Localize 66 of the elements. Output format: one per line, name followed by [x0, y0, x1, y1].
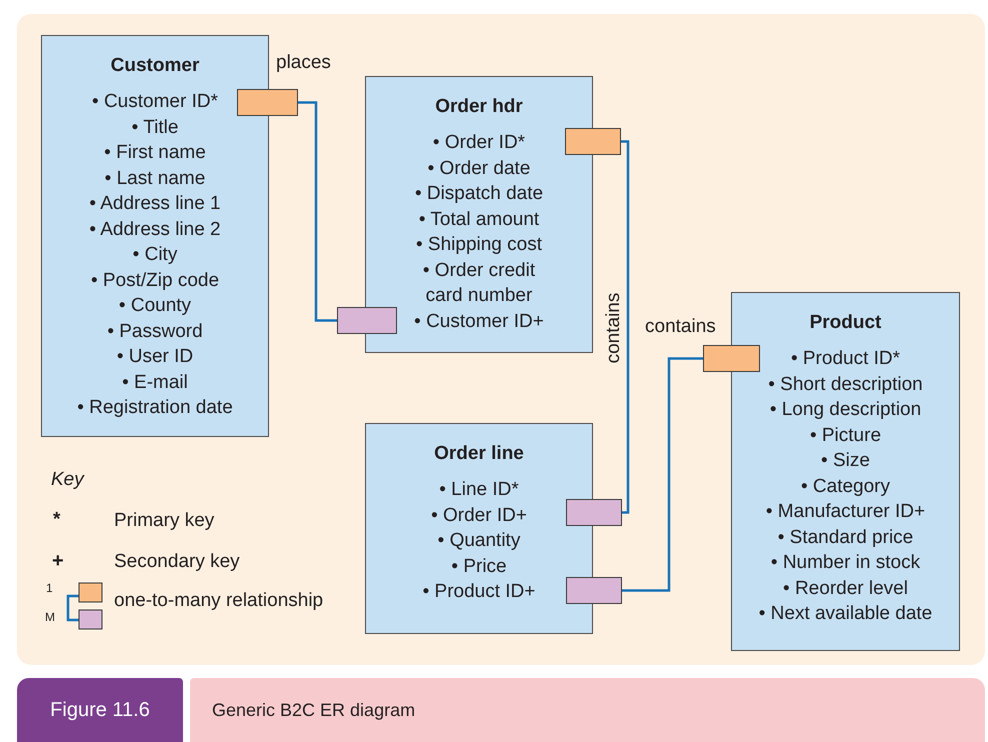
relationship-line [622, 357, 703, 592]
edge-label: contains [603, 292, 625, 366]
attribute-text: • Line ID* [439, 478, 519, 502]
attribute-text: • Customer ID+ [414, 310, 544, 334]
key-symbol: * [53, 510, 60, 529]
attribute-text: • Order ID+ [431, 504, 527, 528]
key-heading: Key [51, 470, 84, 489]
relationship-key-box [237, 89, 298, 116]
attribute-text: • Registration date [77, 396, 233, 420]
attribute-text: • Next available date [758, 602, 932, 626]
figure-number-tab: Figure 11.6 [17, 678, 183, 742]
attribute-text: • County [118, 294, 192, 318]
relationship-key-box [566, 577, 622, 604]
key-symbol: + [52, 551, 64, 571]
attribute-text: • Customer ID* [92, 90, 218, 114]
relationship-key-box [703, 345, 760, 372]
entity-table [731, 292, 960, 651]
legend-text: Primary key [114, 509, 214, 533]
attribute-text: • Category [800, 474, 890, 498]
attribute-text: • Short description [768, 372, 923, 396]
attribute-text: • Number in stock [770, 551, 920, 575]
relationship-key-box [566, 499, 622, 526]
entity-name: Order hdr [435, 95, 523, 119]
attribute-text: • Price [451, 554, 507, 578]
entity-table [365, 423, 593, 634]
caption-bar: Generic B2C ER diagram [190, 678, 985, 742]
attribute-text: • Order credit card number [422, 258, 536, 308]
attribute-text: • Quantity [438, 529, 520, 553]
attribute-text: • Manufacturer ID+ [766, 500, 926, 524]
entity-name: Product [810, 311, 882, 335]
attribute-text: • Size [821, 449, 870, 473]
attribute-text: • First name [104, 141, 206, 165]
attribute-text: • Standard price [778, 526, 914, 550]
relationship-line [298, 101, 337, 322]
entity-table [365, 76, 593, 353]
attribute-text: • Product ID* [790, 347, 900, 371]
attribute-text: • Total amount [418, 208, 540, 232]
attribute-text: • Last name [104, 166, 206, 190]
attribute-text: • Product ID+ [422, 580, 536, 604]
legend-text: Secondary key [114, 550, 240, 574]
attribute-text: • E-mail [122, 370, 188, 394]
legend-text: one-to-many relationship [114, 589, 324, 613]
edge-label: places [276, 52, 331, 74]
relationship-line [621, 140, 630, 514]
attribute-text: • City [132, 243, 178, 267]
attribute-text: • Address line 1 [89, 192, 221, 216]
attribute-text: • Dispatch date [414, 182, 544, 206]
entity-name: Order line [434, 442, 524, 466]
relationship-key-box [565, 128, 621, 155]
attribute-text: • Post/Zip code [90, 268, 220, 292]
attribute-text: • Address line 2 [89, 218, 221, 242]
attribute-text: • Password [107, 320, 203, 344]
key-symbol: 1 [46, 582, 53, 594]
attribute-text: • User ID [116, 345, 194, 369]
relationship-key-box [337, 307, 397, 334]
attribute-text: • Long description [770, 398, 922, 422]
attribute-text: • Order ID* [432, 131, 526, 155]
attribute-text: • Picture [810, 424, 882, 448]
attribute-text: • Order date [428, 156, 530, 180]
key-symbol: M [45, 611, 55, 623]
attribute-text: • Shipping cost [416, 233, 542, 257]
attribute-text: • Title [132, 116, 178, 140]
entity-table [41, 35, 269, 437]
entity-name: Customer [110, 54, 200, 78]
attribute-text: • Reorder level [783, 576, 908, 600]
edge-label: contains [645, 316, 716, 338]
